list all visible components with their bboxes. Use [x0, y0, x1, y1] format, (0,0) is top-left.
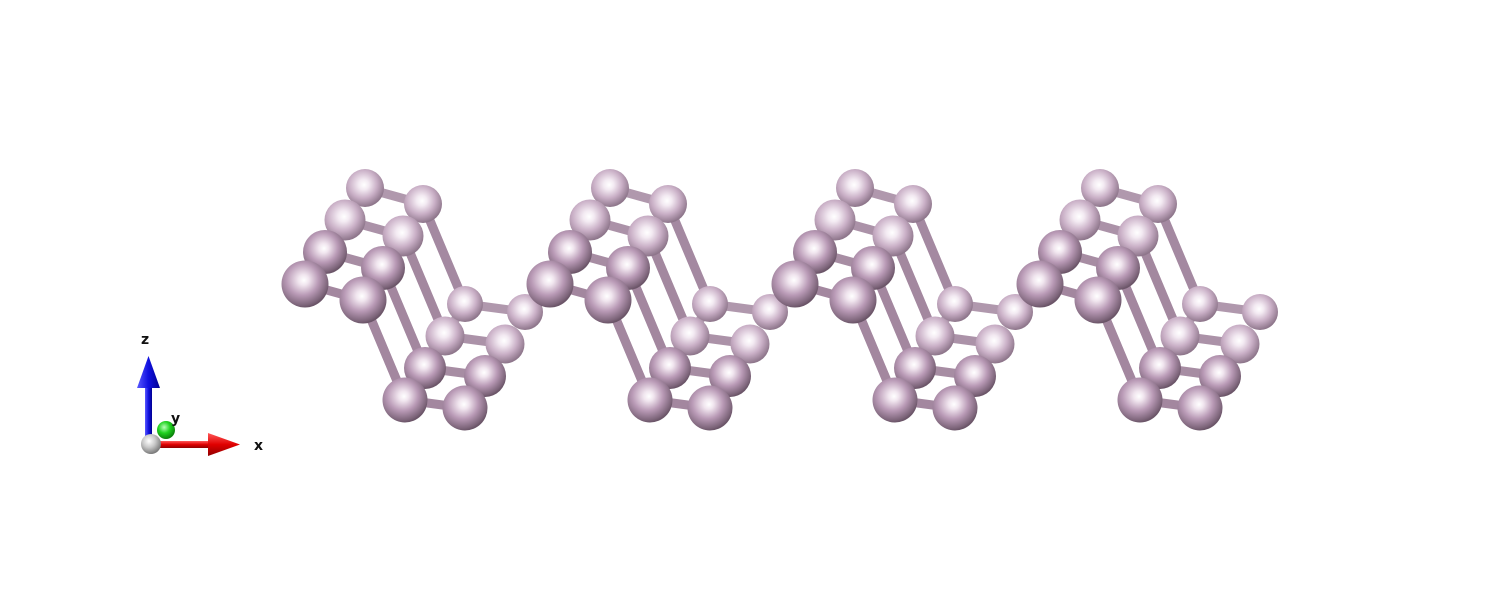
y-axis-label: y: [171, 411, 180, 427]
atom: [752, 294, 788, 330]
atom: [997, 294, 1033, 330]
atom: [829, 276, 877, 324]
atom: [771, 260, 819, 308]
atom: [382, 377, 428, 423]
atom: [894, 185, 932, 223]
atom: [382, 215, 424, 257]
atom: [709, 355, 751, 397]
atom: [627, 377, 673, 423]
atom: [627, 215, 669, 257]
atom: [872, 377, 918, 423]
atom: [1074, 276, 1122, 324]
atom: [447, 286, 483, 322]
atom: [975, 324, 1015, 364]
atom: [1059, 199, 1101, 241]
atom: [526, 260, 574, 308]
atom: [404, 185, 442, 223]
atom: [281, 260, 329, 308]
z-axis-shaft: [145, 382, 152, 440]
atom: [894, 347, 936, 389]
atom: [872, 215, 914, 257]
atom: [442, 385, 488, 431]
y-axis-marker: [157, 421, 175, 439]
atom: [954, 355, 996, 397]
atom: [425, 316, 465, 356]
atom: [507, 294, 543, 330]
atom: [937, 286, 973, 322]
atom: [1177, 385, 1223, 431]
atom: [324, 199, 366, 241]
atom: [339, 276, 387, 324]
atom: [649, 185, 687, 223]
atom: [569, 199, 611, 241]
atom: [932, 385, 978, 431]
atom: [649, 347, 691, 389]
x-axis-shaft: [152, 441, 210, 448]
atom: [591, 169, 629, 207]
atom: [1182, 286, 1218, 322]
atom: [1117, 215, 1159, 257]
atom: [1220, 324, 1260, 364]
atom: [485, 324, 525, 364]
atom: [692, 286, 728, 322]
atom: [1199, 355, 1241, 397]
axes-indicator: z y x: [137, 332, 263, 456]
atom: [1081, 169, 1119, 207]
z-axis-label: z: [141, 332, 149, 348]
atom: [1117, 377, 1163, 423]
atom: [1139, 185, 1177, 223]
atom: [346, 169, 384, 207]
atoms-layer: [281, 169, 1278, 431]
atom: [814, 199, 856, 241]
atom: [1242, 294, 1278, 330]
atom: [464, 355, 506, 397]
atom: [687, 385, 733, 431]
atom: [1160, 316, 1200, 356]
atom: [584, 276, 632, 324]
axes-origin: [141, 434, 161, 454]
x-axis-label: x: [254, 438, 263, 454]
atom: [730, 324, 770, 364]
atom: [404, 347, 446, 389]
atom: [915, 316, 955, 356]
atom: [836, 169, 874, 207]
z-axis-arrowhead: [137, 356, 160, 388]
atom: [670, 316, 710, 356]
atom: [1016, 260, 1064, 308]
atom: [1139, 347, 1181, 389]
x-axis-arrowhead: [208, 433, 240, 456]
